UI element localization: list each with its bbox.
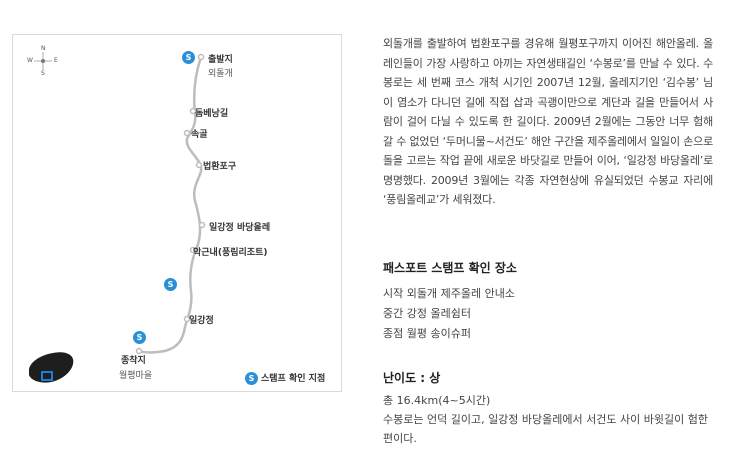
waypoint-akgeunnae: 악근내(풍림리조트) <box>193 248 268 258</box>
dot-dombe <box>189 107 197 115</box>
course-map: N S W E S 출발지 외돌개 돔베낭길 속골 법환포구 일강정 바당올레 … <box>12 34 342 392</box>
compass-w: W <box>27 57 33 64</box>
dot-ilgangjeong-badang <box>198 221 206 229</box>
compass-n: N <box>41 45 46 52</box>
compass-s: S <box>41 70 45 77</box>
end-sub-label: 월평마을 <box>119 371 153 381</box>
difficulty-title: 난이도 : 상 <box>383 371 441 385</box>
route-dots <box>135 53 206 355</box>
legend-text: 스탬프 확인 지점 <box>261 374 326 384</box>
compass-icon: N S W E <box>27 45 59 77</box>
dot-ilgangjeong <box>183 315 191 323</box>
dot-sokgol <box>183 129 191 137</box>
description-text: 외돌개를 출발하여 법환포구를 경유해 월평포구까지 이어진 해안올레. 올레인… <box>383 37 713 206</box>
jeju-island-icon <box>29 352 74 383</box>
passport-list: 시작 외돌개 제주올레 안내소 중간 강정 올레쉼터 종점 월평 송이슈퍼 <box>383 284 515 344</box>
compass-e: E <box>54 57 58 64</box>
waypoint-ilgangjeong: 일강정 <box>189 316 214 326</box>
waypoint-sokgol: 속골 <box>191 130 208 140</box>
dot-end <box>135 347 143 355</box>
stamp-badge-middle: S <box>164 278 177 291</box>
passport-title: 패스포트 스탬프 확인 장소 <box>383 261 517 275</box>
dot-beophwan <box>195 161 203 169</box>
course-description: 외돌개를 출발하여 법환포구를 경유해 월평포구까지 이어진 해안올레. 올레인… <box>383 34 713 210</box>
waypoint-dombe: 돔베낭길 <box>195 109 229 119</box>
start-sub-label: 외돌개 <box>208 69 233 79</box>
legend-stamp-badge: S <box>245 372 258 385</box>
stamp-badge-end: S <box>133 331 146 344</box>
passport-line-start: 시작 외돌개 제주올레 안내소 <box>383 287 515 300</box>
dot-akgeunnae <box>189 246 197 254</box>
waypoint-beophwan: 법환포구 <box>203 162 237 172</box>
difficulty-info: 총 16.4km(4~5시간) 수봉로는 언덕 길이고, 일강정 바당올레에서 … <box>383 391 713 448</box>
stamp-badge-start: S <box>182 51 195 64</box>
route-line <box>137 55 203 354</box>
end-label: 종착지 <box>121 356 146 366</box>
difficulty-total: 총 16.4km(4~5시간) <box>383 394 491 407</box>
start-label: 출발지 <box>208 55 233 65</box>
route-map-svg <box>29 53 206 383</box>
difficulty-note: 수봉로는 언덕 길이고, 일강정 바당올레에서 서건도 사이 바윗길이 험한 편… <box>383 413 708 445</box>
waypoint-ilgangjeong-badang: 일강정 바당올레 <box>209 223 271 233</box>
dot-start <box>197 53 205 61</box>
passport-line-middle: 중간 강정 올레쉼터 <box>383 307 471 320</box>
course-location-marker <box>41 371 53 381</box>
passport-line-end: 종점 월평 송이슈퍼 <box>383 327 471 340</box>
